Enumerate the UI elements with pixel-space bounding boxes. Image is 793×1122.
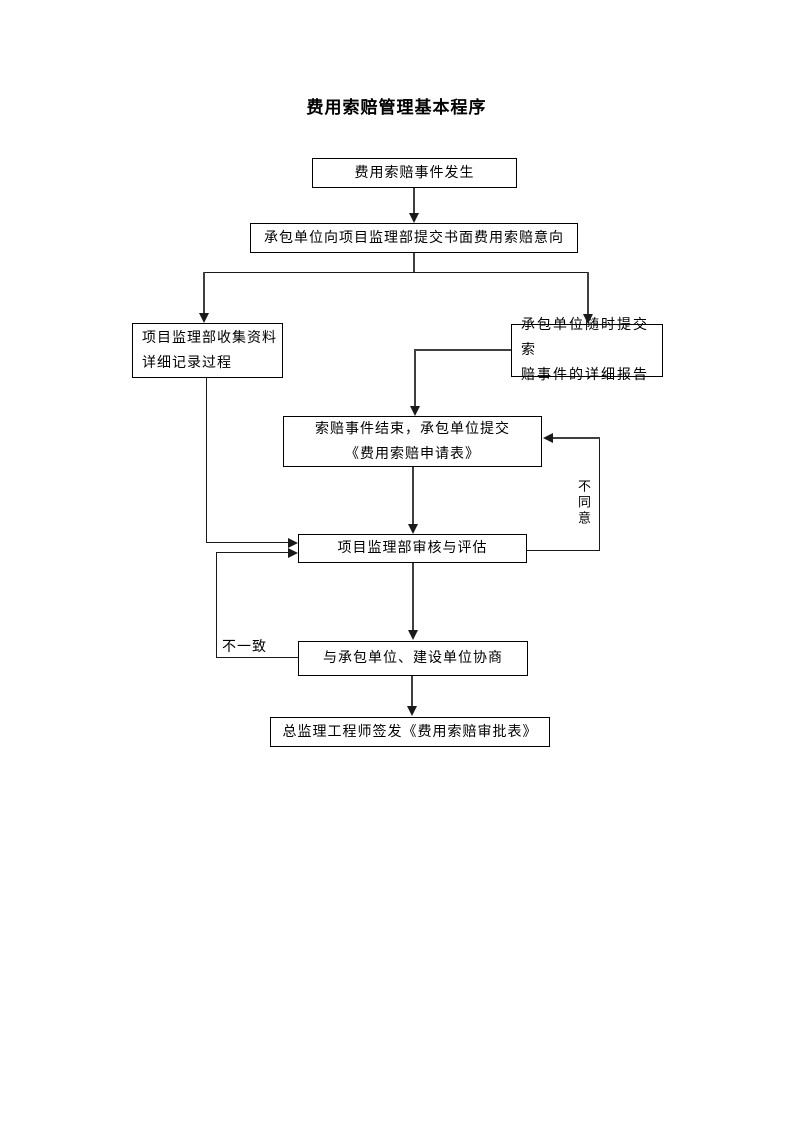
edge-event-intent-arrowhead: [409, 213, 419, 223]
node-negotiate: 与承包单位、建设单位协商: [298, 641, 528, 676]
edge-collect-review-hline: [206, 542, 289, 543]
node-negotiate-label: 与承包单位、建设单位协商: [323, 651, 503, 666]
edge-disagree-bottom-hline: [527, 550, 600, 551]
edge-inconsistent-arrowhead: [288, 548, 298, 558]
page-title: 费用索赔管理基本程序: [306, 98, 487, 117]
node-collect-data: 项目监理部收集资料 详细记录过程: [132, 323, 283, 378]
edge-collect-review-arrowhead: [288, 538, 298, 548]
node-review-evaluate: 项目监理部审核与评估: [298, 534, 527, 563]
edge-report-apply-vline: [414, 349, 416, 407]
edge-intent-split-line: [413, 253, 415, 273]
edge-collect-review-vline: [206, 378, 207, 543]
edge-split-horizontal-line: [204, 272, 588, 273]
edge-label-inconsistent: 不一致: [222, 636, 267, 656]
node-submit-application: 索赔事件结束，承包单位提交 《费用索赔申请表》: [283, 416, 542, 467]
edge-review-negotiate-arrowhead: [408, 630, 418, 640]
node-detail-report-line1: 承包单位随时提交索: [521, 318, 649, 358]
node-claim-event-label: 费用索赔事件发生: [354, 165, 475, 181]
node-claim-event: 费用索赔事件发生: [312, 158, 517, 188]
node-submit-application-line1: 索赔事件结束，承包单位提交: [315, 421, 510, 437]
edge-disagree-top-hline: [552, 437, 600, 439]
node-review-evaluate-label: 项目监理部审核与评估: [337, 541, 488, 556]
edge-split-report-arrowhead: [583, 314, 593, 324]
edge-review-negotiate-line: [412, 563, 414, 631]
node-issue-approval-label: 总监理工程师签发《费用索赔审批表》: [282, 724, 538, 740]
node-collect-data-line1: 项目监理部收集资料: [142, 330, 277, 346]
edge-label-disagree: 不同意: [574, 479, 593, 527]
edge-report-apply-hline: [414, 349, 511, 351]
node-submit-intent-label: 承包单位向项目监理部提交书面费用索赔意向: [264, 230, 564, 246]
edge-split-report-line: [587, 272, 589, 315]
edge-disagree-arrowhead: [543, 433, 553, 443]
edge-inconsistent-top-hline: [216, 552, 288, 553]
edge-disagree-vline: [599, 437, 600, 551]
node-issue-approval: 总监理工程师签发《费用索赔审批表》: [270, 717, 550, 747]
edge-apply-review-arrowhead: [408, 524, 418, 534]
node-collect-data-line2: 详细记录过程: [142, 355, 232, 371]
node-detail-report-line2: 赔事件的详细报告: [521, 368, 649, 383]
edge-report-apply-arrowhead: [410, 406, 420, 416]
node-detail-report: 承包单位随时提交索 赔事件的详细报告: [511, 318, 663, 383]
edge-event-intent-line: [413, 188, 415, 214]
node-submit-intent: 承包单位向项目监理部提交书面费用索赔意向: [250, 223, 578, 253]
edge-inconsistent-bottom-hline: [216, 657, 298, 658]
edge-negotiate-issue-arrowhead: [407, 706, 417, 716]
edge-apply-review-line: [412, 467, 414, 525]
node-submit-application-line2: 《费用索赔申请表》: [345, 446, 480, 462]
edge-split-collect-line: [203, 272, 205, 314]
edge-negotiate-issue-line: [411, 676, 413, 707]
edge-inconsistent-vline: [216, 552, 217, 658]
edge-split-collect-arrowhead: [199, 313, 209, 323]
